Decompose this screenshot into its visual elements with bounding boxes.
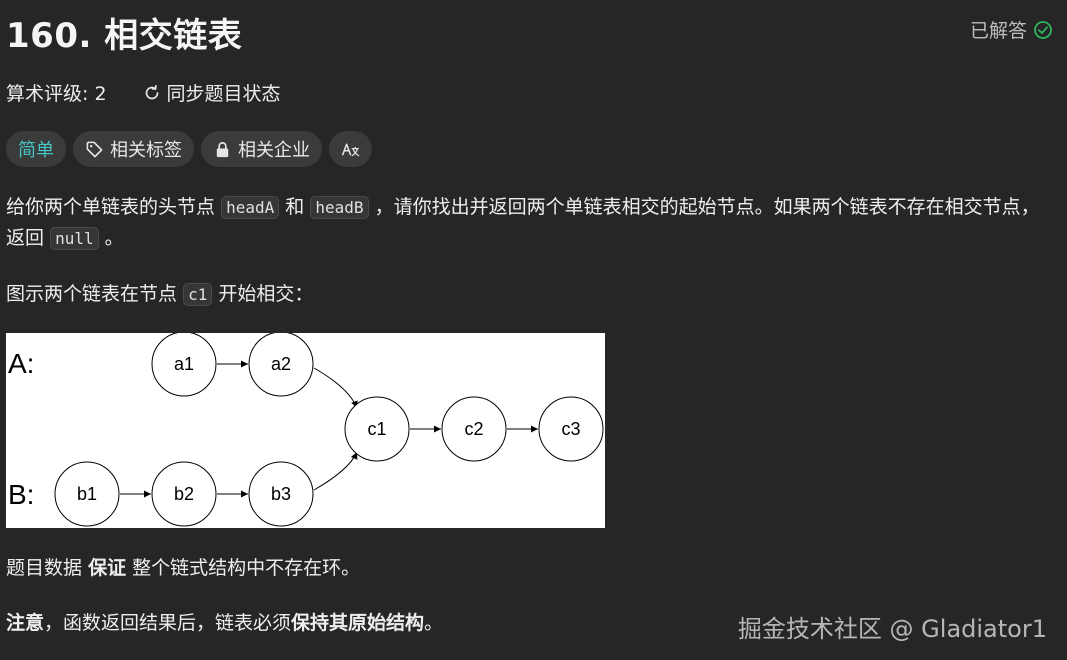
tag-icon [86,141,103,157]
text: 给你两个单链表的头节点 [6,196,216,218]
description-paragraph: 给你两个单链表的头节点 headA 和 headB ，请你找出并返回两个单链表相… [6,192,1056,254]
node-c1: c1 [344,396,410,462]
difficulty-tag[interactable]: 简单 [6,131,66,167]
lock-icon [216,141,229,157]
label-a: A: [8,348,34,379]
bold-text: 保证 [88,557,127,579]
rating-label: 算术评级: 2 [6,83,107,105]
node-b2: b2 [151,461,217,527]
solved-label: 已解答 [969,20,1027,42]
bold-text: 保持其原始结构 [291,612,425,634]
node-c2-label: c2 [464,419,483,439]
edges [120,360,538,498]
diagram-svg: A: B: a1 a2 b1 b2 b3 [8,333,604,527]
topics-label: 相关标签 [110,140,182,161]
solved-status: 已解答 [970,16,1053,43]
text: 图示两个链表在节点 [6,283,178,305]
node-c2: c2 [441,396,507,462]
label-b: B: [8,479,34,510]
companies-tag-button[interactable]: 相关企业 [201,131,322,167]
translate-button[interactable] [329,131,372,167]
companies-label: 相关企业 [238,140,310,161]
text: 。 [104,227,124,249]
node-a2-label: a2 [271,354,291,374]
text: 开始相交： [218,283,314,305]
node-a1: a1 [151,333,217,397]
difficulty-label: 简单 [18,140,54,161]
node-c3: c3 [538,396,604,462]
problem-meta: 算术评级: 2 同步题目状态 [6,79,281,106]
attention-note: 注意，函数返回结果后，链表必须保持其原始结构。 [6,608,706,639]
text: 和 [285,196,305,218]
node-b1: b1 [54,461,120,527]
node-c3-label: c3 [561,419,580,439]
code-null: null [50,227,99,250]
figure-caption: 图示两个链表在节点 c1 开始相交： [6,279,1056,310]
node-b2-label: b2 [174,484,194,504]
text: 。 [424,612,444,634]
text: 整个链式结构中不存在环。 [132,557,361,579]
tag-row: 简单 相关标签 相关企业 [6,131,372,167]
constraint-note: 题目数据 保证 整个链式结构中不存在环。 [6,553,1056,584]
sync-label: 同步题目状态 [166,83,281,105]
code-c1: c1 [183,283,213,306]
refresh-icon [145,84,158,99]
node-b3-label: b3 [271,484,291,504]
watermark: 掘金技术社区 @ Gladiator1 [737,615,1047,643]
text: ，请你找出并返回两个单链表相交的起始节点。如果两个链表不存在相交节点，返回 [6,196,1040,249]
check-circle-icon [1034,20,1052,39]
problem-title: 160. 相交链表 [6,16,243,56]
code-head-a: headA [221,196,280,219]
text: ，函数返回结果后，链表必须 [44,612,292,634]
translate-icon [341,143,360,156]
node-a2: a2 [248,333,314,397]
node-c1-label: c1 [367,419,386,439]
node-b3: b3 [248,461,314,527]
text: 题目数据 [6,557,83,579]
edge-a2-c1 [313,367,358,409]
linked-list-diagram: A: B: a1 a2 b1 b2 b3 [6,333,605,528]
topics-tag-button[interactable]: 相关标签 [73,131,194,167]
code-head-b: headB [310,196,369,219]
bold-text: 注意 [6,612,45,634]
node-b1-label: b1 [77,484,97,504]
edge-b3-c1 [313,451,358,491]
node-a1-label: a1 [174,354,194,374]
sync-status-button[interactable]: 同步题目状态 [143,79,281,106]
